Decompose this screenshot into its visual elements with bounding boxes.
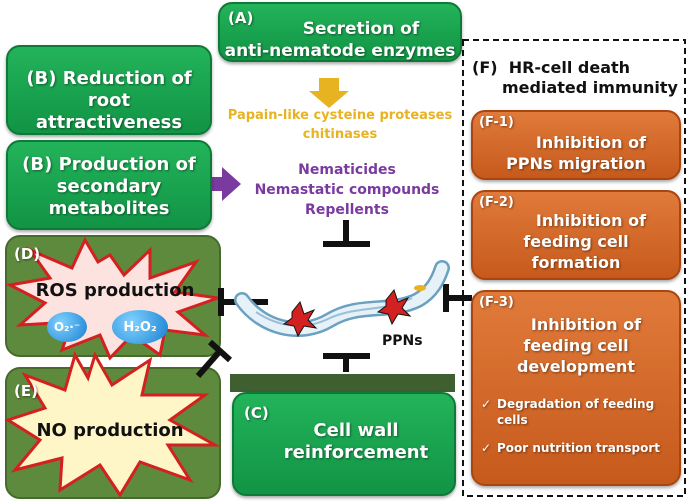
hr-panel-tag: (F) — [472, 58, 498, 77]
enzyme-arrow — [309, 78, 349, 108]
cell-wall-strip — [230, 374, 455, 392]
f1-box: (F-1) Inhibition of PPNs migration — [471, 110, 681, 180]
no-tag: (E) — [14, 382, 38, 400]
secondary-metabolites-tag: (B) — [22, 154, 53, 175]
f1-title: Inhibition of PPNs migration — [506, 133, 647, 173]
f3-box: (F-3) Inhibition of feeding cell develop… — [471, 290, 681, 486]
f2-tag: (F-2) — [479, 195, 514, 210]
no-starburst — [4, 351, 221, 498]
secretion-tag: (A) — [228, 9, 254, 27]
nematode — [234, 260, 450, 338]
cell-wall-box: (C) Cell wall reinforcement — [232, 392, 456, 496]
f3-bullet-1: ✓ Degradation of feeding cells — [481, 397, 655, 427]
f3-bullet-2: ✓ Poor nutrition transport — [481, 441, 660, 455]
cell-wall-tag: (C) — [244, 404, 269, 422]
hydrogen-peroxide-bubble: H₂O₂ — [112, 310, 168, 344]
f2-box: (F-2) Inhibition of feeding cell formati… — [471, 190, 681, 280]
f2-title: Inhibition of feeding cell formation — [523, 211, 647, 272]
metabolite-arrow — [205, 167, 241, 201]
metabolite-list: Nematicides Nemastatic compounds Repelle… — [254, 162, 440, 218]
f3-tag: (F-3) — [479, 295, 514, 310]
secretion-box: (A) Secretion of anti-nematode enzymes — [218, 2, 462, 62]
hr-panel-border — [462, 39, 686, 497]
check-icon: ✓ — [481, 397, 492, 411]
root-attractiveness-tag: (B) — [26, 68, 57, 89]
secretion-title: Secretion of anti-nematode enzymes — [224, 19, 456, 61]
no-label: NO production — [36, 420, 184, 441]
secondary-metabolites-box: (B) Production of secondary metabolites — [6, 140, 212, 230]
ppns-label: PPNs — [382, 333, 423, 349]
f1-tag: (F-1) — [479, 115, 514, 130]
cell-wall-title: Cell wall reinforcement — [283, 420, 429, 463]
ros-tag: (D) — [14, 245, 41, 263]
ros-label: ROS production — [35, 280, 195, 301]
secondary-metabolites-title: (B) Production of secondary metabolites — [22, 154, 196, 219]
root-attractiveness-box: (B) Reduction of root attractiveness — [6, 45, 212, 135]
enzyme-list: Papain-like cysteine proteases chitinase… — [227, 108, 453, 142]
check-icon: ✓ — [481, 441, 492, 455]
hr-panel-title: (F) HR-cell death mediated immunity — [472, 58, 678, 97]
f3-title: Inhibition of feeding cell development — [516, 315, 642, 376]
superoxide-bubble: O₂·⁻ — [47, 312, 87, 342]
root-attractiveness-title: (B) Reduction of root attractiveness — [26, 68, 192, 133]
